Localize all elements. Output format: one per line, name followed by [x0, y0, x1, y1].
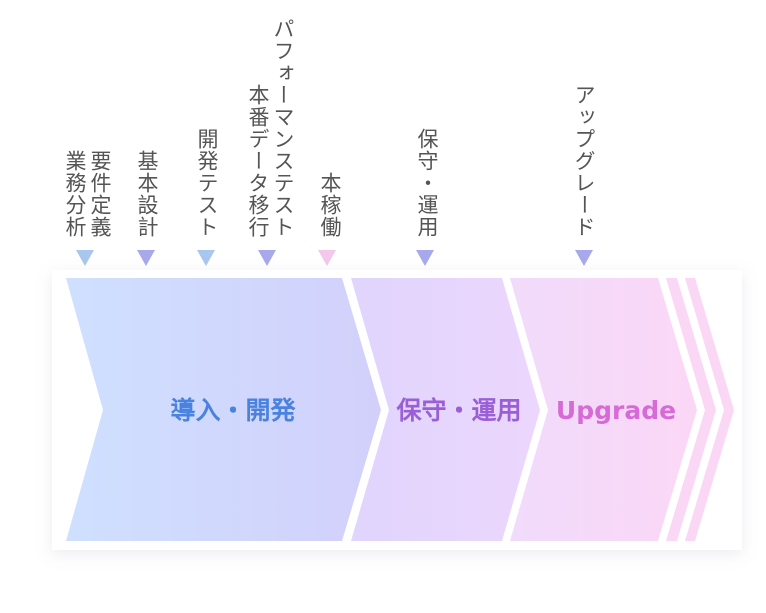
step-marker — [137, 250, 155, 266]
phase-chevron-upgrade — [510, 278, 697, 541]
step-label-line: 本番データ移行 — [246, 84, 270, 238]
step-label-dev-test: 開発テスト — [195, 128, 219, 238]
phase-label-maintenance: 保守・運用 — [395, 396, 521, 425]
step-label-requirements: 要件定義 業務分析 — [63, 150, 112, 238]
step-label-line: 業務分析 — [63, 150, 87, 238]
step-marker — [416, 250, 434, 266]
step-label-performance-migration: パフォーマンステスト 本番データ移行 — [246, 18, 295, 238]
step-marker — [76, 250, 94, 266]
step-label-maintenance: 保守・運用 — [415, 128, 439, 238]
step-marker — [258, 250, 276, 266]
step-marker — [197, 250, 215, 266]
tail-stripe — [685, 278, 734, 541]
phase-label-upgrade: Upgrade — [556, 396, 676, 425]
step-label-upgrade: アップグレード — [572, 84, 596, 238]
step-label-basic-design: 基本設計 — [135, 150, 159, 238]
step-label-line: 保守・運用 — [415, 128, 439, 238]
phase-chevron-maintenance — [351, 278, 540, 541]
step-marker — [318, 250, 336, 266]
step-label-line: アップグレード — [572, 84, 596, 238]
step-label-go-live: 本稼働 — [318, 172, 342, 238]
tail-stripe — [666, 278, 716, 541]
step-label-line: 本稼働 — [318, 172, 342, 238]
step-label-line: 要件定義 — [88, 150, 112, 238]
phase-chevron-development — [66, 278, 381, 541]
step-label-line: 基本設計 — [135, 150, 159, 238]
phase-label-development: 導入・開発 — [170, 396, 296, 425]
step-label-line: パフォーマンステスト — [271, 18, 295, 238]
step-label-line: 開発テスト — [195, 128, 219, 238]
step-marker — [575, 250, 593, 266]
